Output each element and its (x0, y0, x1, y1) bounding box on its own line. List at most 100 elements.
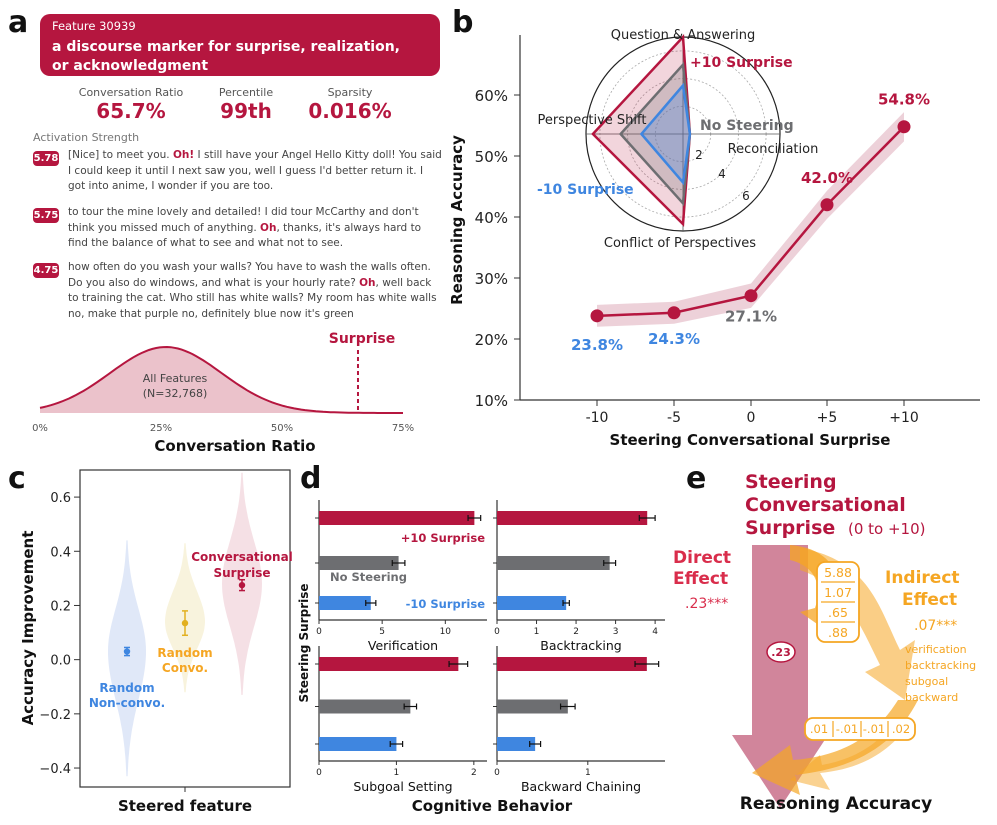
violins (108, 472, 262, 777)
bar-tick-label: 1 (394, 768, 400, 778)
radar-series-minus10 (639, 82, 692, 186)
feature-desc-line-1: a discourse marker for surprise, realiza… (52, 39, 400, 55)
line-x-tick-label: 0 (747, 410, 756, 426)
direct-effect-badge (766, 641, 796, 663)
example-2-pre: to tour the mine lovely and detailed! I … (68, 206, 419, 234)
line-points: 23.8%24.3%27.1%42.0%54.8% (571, 91, 930, 354)
direct-effect-label-2: Effect (673, 569, 728, 589)
indirect-effect-value: .07*** (914, 618, 957, 634)
line-y-tick-label: 40% (475, 209, 508, 227)
all-features-label: All Features (143, 372, 208, 385)
direct-effect-badge-value: .23 (771, 646, 791, 659)
bar-subplot-title: Backward Chaining (521, 779, 641, 794)
direct-effect-label-1: Direct (673, 548, 731, 568)
indirect-effect-label-1: Indirect (885, 568, 960, 588)
violin-label-conv-surprise-1: Conversational (191, 550, 293, 564)
bar (319, 556, 399, 570)
bar-tick-label: 0 (494, 627, 500, 637)
line-point (820, 198, 834, 212)
example-text-2: to tour the mine lovely and detailed! I … (68, 205, 443, 252)
example-2-post: , thanks, it's always hard to find the b… (68, 221, 422, 250)
line-y-tick-label: 60% (475, 87, 508, 105)
example-1-highlight: Oh! (173, 149, 195, 161)
violin-ticks: 0.60.40.20.0−0.2−0.4 (39, 491, 186, 792)
line-point (897, 120, 911, 134)
bar-subplot-title: Verification (368, 638, 438, 653)
radar-legend-plus10: +10 Surprise (690, 55, 793, 71)
activation-badge-2: 5.75 (33, 208, 59, 223)
bar-subplot-title: Subgoal Setting (353, 779, 452, 794)
line-ci-band (597, 112, 904, 327)
violin-mean-point (123, 648, 131, 655)
surprise-marker-label: Surprise (329, 331, 396, 347)
bar (319, 596, 371, 610)
line-point (667, 306, 681, 320)
stat-label-sparsity: Sparsity (328, 86, 373, 99)
indirect-effect-label-2: Effect (902, 590, 957, 610)
panel-letter-c: c (8, 461, 26, 496)
mediator-verification: verification (905, 643, 967, 656)
line-point-label: 24.3% (648, 330, 700, 348)
radar-chart: Question & Answering Perspective Shift R… (537, 28, 818, 251)
line-point-label: 23.8% (571, 336, 623, 354)
panel-letter-e: e (686, 461, 706, 496)
violin-label-random-convo-1: Random (157, 646, 212, 660)
distribution-fill (40, 347, 403, 413)
example-3-pre: how often do you wash your walls? You ha… (68, 261, 431, 289)
violin-label-random-convo-2: Convo. (162, 661, 208, 675)
feature-header-box (40, 14, 440, 76)
violin-body (108, 540, 146, 777)
violin-y-tick-label: 0.0 (50, 654, 71, 669)
bar-tick-label: 2 (471, 768, 477, 778)
bar (497, 511, 648, 525)
violin-mean-point (238, 581, 246, 589)
bar (497, 699, 568, 714)
violin-label-random-nonconvo-2: Non-convo. (89, 696, 165, 710)
outcome-label: Reasoning Accuracy (740, 794, 932, 814)
example-1-post: I still have your Angel Hello Kitty doll… (68, 149, 442, 192)
bar (497, 737, 536, 751)
mediation-title-3: Surprise (745, 517, 835, 539)
line-x-tick-label: -10 (586, 410, 609, 426)
b-path-backtracking: -.01 (836, 722, 858, 736)
bar (497, 596, 567, 610)
ratio-tick-50: 50% (271, 423, 293, 434)
radar-axis-conflict: Conflict of Perspectives (604, 236, 756, 251)
stat-label-ratio: Conversation Ratio (79, 86, 184, 99)
radar-legend-minus10: -10 Surprise (537, 182, 634, 198)
bars-legend-plus10: +10 Surprise (401, 531, 485, 545)
bar-tick-label: 10 (440, 627, 452, 637)
indirect-arrow-c (752, 700, 918, 795)
ratio-tick-75: 75% (392, 423, 414, 434)
line-y-axis-label: Reasoning Accuracy (448, 135, 466, 305)
indirect-arrow-b (800, 548, 915, 700)
line-x-tick-label: -5 (667, 410, 681, 426)
example-2-highlight: Oh (260, 221, 277, 234)
violin-y-tick-label: 0.6 (50, 491, 71, 506)
indirect-arrow-d (790, 730, 905, 790)
line-point (744, 289, 758, 303)
radar-axis-reconciliation: Reconciliation (728, 142, 819, 157)
bar-tick-label: 1 (585, 768, 591, 778)
line-point-label: 27.1% (725, 308, 777, 326)
line-x-tick-label: +5 (817, 410, 838, 426)
a-path-backtracking: 1.07 (824, 585, 852, 600)
example-1-pre: [Nice] to meet you. (68, 149, 173, 161)
violin-y-tick-label: −0.4 (39, 762, 71, 777)
bars-x-axis-label: Cognitive Behavior (412, 797, 573, 815)
direct-effect-value: .23*** (685, 596, 728, 612)
bar-tick-label: 2 (573, 627, 579, 637)
feature-id: Feature 30939 (52, 19, 136, 33)
bar-tick-label: 5 (379, 627, 385, 637)
violin-label-random-nonconvo-1: Random (99, 681, 154, 695)
line-x-tick-label: +10 (889, 410, 919, 426)
violin-y-axis-label: Accuracy Improvement (19, 531, 37, 726)
line-x-axis-label: Steering Conversational Surprise (610, 431, 891, 449)
mediator-backtracking: backtracking (905, 659, 976, 672)
stat-value-sparsity: 0.016% (308, 99, 391, 123)
bars-y-axis-label: Steering Surprise (297, 583, 311, 702)
bar (319, 657, 459, 671)
b-path-verification: .01 (810, 722, 828, 736)
